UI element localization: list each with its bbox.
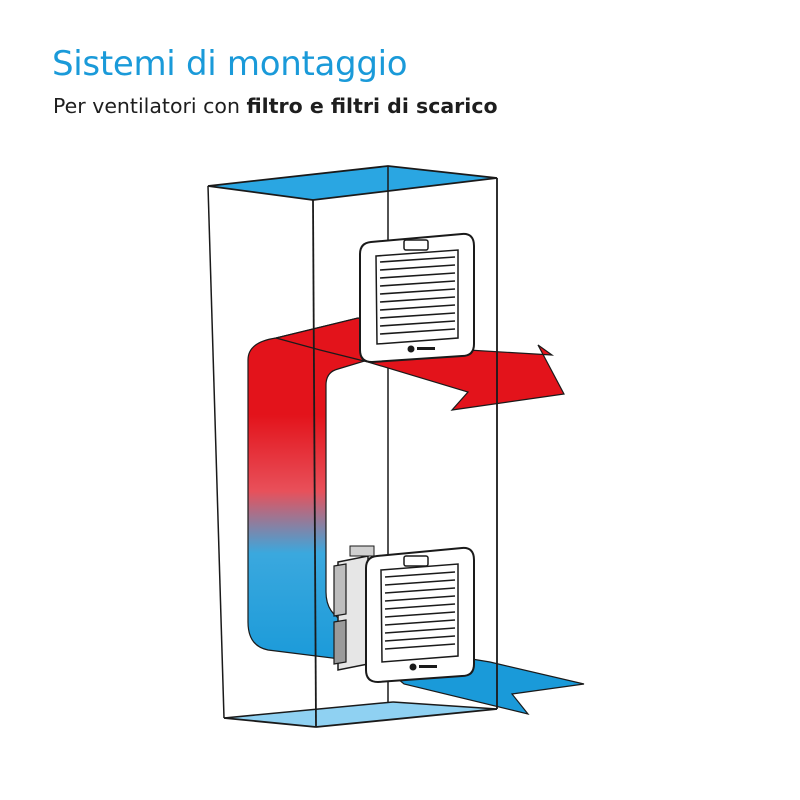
subtitle-prefix: Per ventilatori con [53, 94, 247, 118]
subtitle-bold: filtro e filtri di scarico [246, 94, 498, 118]
page-title: Sistemi di montaggio [52, 44, 408, 84]
exhaust-filter-icon [359, 232, 475, 364]
cabinet-top-face [208, 166, 497, 200]
cabinet-outline [207, 165, 498, 728]
fan-with-filter-icon [333, 545, 475, 684]
page-subtitle: Per ventilatori con filtro e filtri di s… [53, 94, 498, 118]
cabinet-bottom-face [224, 702, 497, 727]
